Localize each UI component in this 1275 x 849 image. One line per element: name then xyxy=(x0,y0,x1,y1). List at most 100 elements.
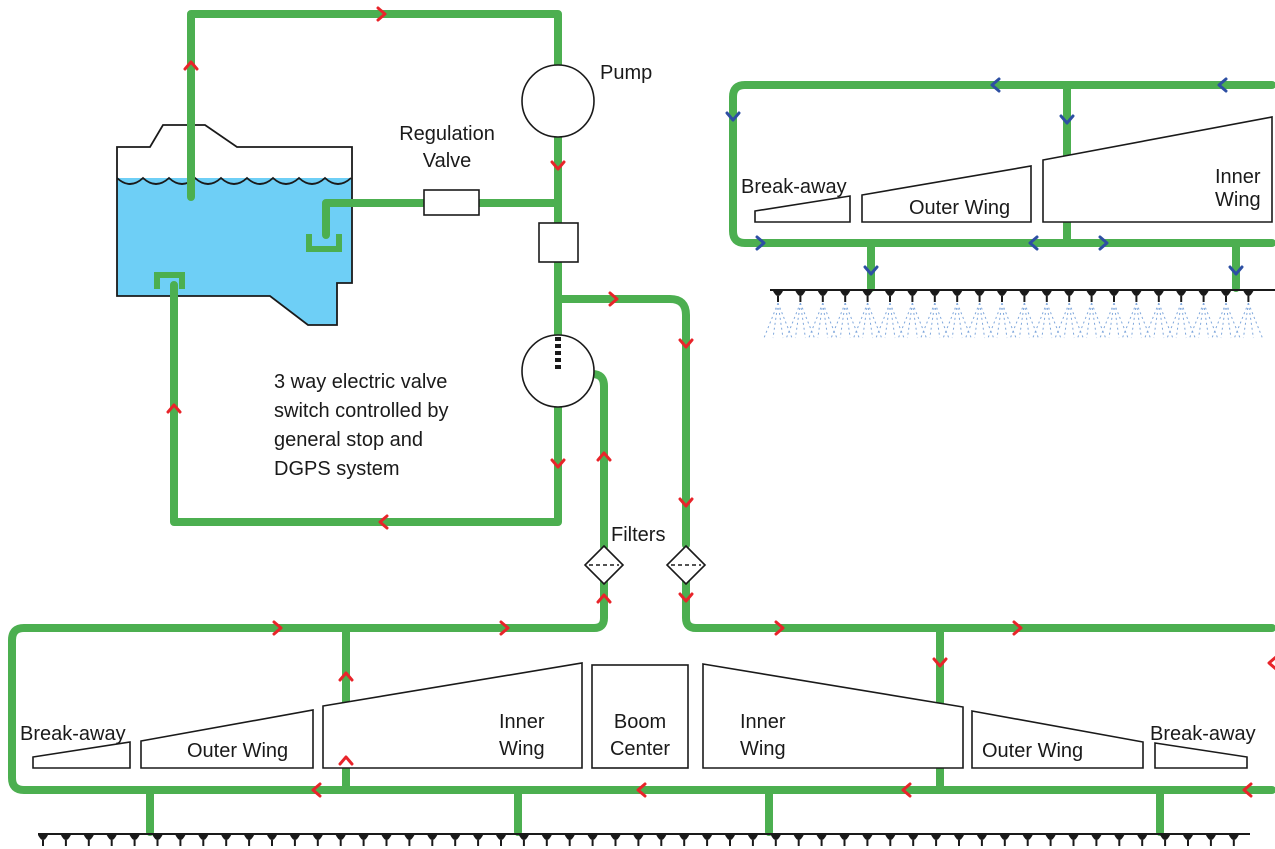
pipe-left-filter-to-boom xyxy=(8,577,1275,794)
flow-arrow-blue xyxy=(990,77,1001,93)
spray-nozzle xyxy=(1019,291,1030,302)
spray-nozzle xyxy=(60,835,71,846)
spray-fan xyxy=(1233,302,1263,339)
spray-nozzle xyxy=(770,835,781,846)
spray-nozzle xyxy=(496,835,506,846)
spray-nozzle xyxy=(862,291,873,302)
pipe-right-feed xyxy=(558,295,690,549)
flow-arrow-blue xyxy=(725,111,741,122)
flow-arrow-red xyxy=(311,782,322,798)
flow-arrow-red xyxy=(932,657,948,668)
spray-nozzle xyxy=(793,835,804,846)
spray-fan xyxy=(1144,302,1174,339)
bottom-left-outer-wing-section xyxy=(140,709,314,769)
top-break-away-section xyxy=(754,195,851,223)
spray-fan xyxy=(808,302,838,339)
spray-nozzle xyxy=(1109,291,1119,302)
spray-nozzle xyxy=(929,291,940,302)
bottom-left-inner-wing-label-line2: Wing xyxy=(499,738,545,760)
spray-fan xyxy=(1054,302,1084,339)
flow-arrow-red xyxy=(166,403,182,414)
flow-arrow-red xyxy=(183,60,199,71)
bottom-right-break-away-section xyxy=(1154,742,1248,769)
spray-nozzle xyxy=(1228,835,1239,846)
tank-inlet-bracket xyxy=(306,234,342,252)
spray-nozzle xyxy=(931,835,942,846)
flow-arrow-blue xyxy=(863,265,879,276)
spray-nozzle xyxy=(473,835,484,846)
spray-nozzle xyxy=(1205,835,1216,846)
bottom-boom-sections xyxy=(32,662,1248,769)
spray-nozzle xyxy=(816,835,827,846)
flow-arrow-blue xyxy=(1028,235,1039,251)
spray-nozzle xyxy=(862,835,873,846)
spray-nozzle xyxy=(587,835,598,846)
spray-nozzle xyxy=(427,835,438,846)
spray-nozzle xyxy=(840,291,851,302)
spray-nozzle xyxy=(976,835,987,846)
spray-nozzle xyxy=(952,291,963,302)
flow-arrow-red xyxy=(550,458,566,469)
spray-fan xyxy=(1166,302,1196,339)
spray-nozzle xyxy=(1064,291,1075,302)
spray-fan xyxy=(920,302,950,339)
flow-arrow-red xyxy=(378,514,389,530)
spray-nozzle xyxy=(335,835,346,846)
spray-fan xyxy=(1121,302,1151,339)
spray-nozzle xyxy=(1114,835,1125,846)
spray-fan xyxy=(830,302,860,339)
top-spray-fans xyxy=(763,302,1263,339)
spray-fan xyxy=(1077,302,1107,339)
spray-fan xyxy=(965,302,995,339)
spray-nozzle xyxy=(381,835,392,846)
flow-arrow-red xyxy=(499,620,510,636)
regulation-valve-label-line1: Regulation xyxy=(399,123,495,145)
spray-nozzle xyxy=(152,835,163,846)
flow-meter-box xyxy=(538,222,579,263)
bottom-right-outer-wing-section xyxy=(971,710,1144,769)
pipe-regulation-return xyxy=(322,199,562,239)
boom-center-label-line2: Center xyxy=(610,738,670,760)
tank-outlet-bracket xyxy=(154,272,185,289)
spray-nozzle xyxy=(564,835,575,846)
flow-arrow-red xyxy=(1242,782,1253,798)
three-way-valve-label-line1: 3 way electric valve xyxy=(274,371,447,393)
three-way-valve-label-line2: switch controlled by xyxy=(274,400,449,422)
spray-nozzle xyxy=(725,835,735,846)
spray-fan xyxy=(942,302,972,339)
spray-nozzle xyxy=(38,835,48,846)
spray-nozzle xyxy=(817,291,828,302)
spray-nozzle xyxy=(289,835,300,846)
spray-fan xyxy=(1032,302,1062,339)
bottom-right-inner-wing-label-line1: Inner xyxy=(740,711,786,733)
flow-arrow-red xyxy=(901,782,912,798)
spray-nozzle xyxy=(244,835,255,846)
regulation-valve-label-line2: Valve xyxy=(423,150,472,172)
flow-arrow-red xyxy=(550,160,566,171)
boom-center-label-line1: Boom xyxy=(614,711,666,733)
spray-fan xyxy=(763,302,793,339)
spray-nozzle xyxy=(267,835,277,846)
three-way-valve xyxy=(521,334,595,408)
spray-fan xyxy=(785,302,815,339)
spray-nozzle xyxy=(175,835,186,846)
flow-arrow-red xyxy=(636,782,647,798)
flow-arrow-blue xyxy=(1228,265,1244,276)
top-nozzles xyxy=(773,291,1254,302)
spray-nozzle xyxy=(1091,835,1102,846)
flow-arrow-blue xyxy=(1217,77,1228,93)
flow-arrow-red xyxy=(376,6,387,22)
three-way-valve-label-line4: DGPS system xyxy=(274,458,400,480)
spray-nozzle xyxy=(358,835,369,846)
spray-nozzle xyxy=(1131,291,1142,302)
spray-nozzle xyxy=(1022,835,1033,846)
flow-arrow-red xyxy=(678,497,694,508)
spray-nozzle xyxy=(1243,291,1254,302)
flow-arrow-red xyxy=(338,755,354,766)
flow-arrow-red xyxy=(596,451,612,462)
top-inner-wing-label-line1: Inner xyxy=(1215,166,1261,188)
spray-nozzle xyxy=(954,835,964,846)
spray-nozzle xyxy=(1068,835,1079,846)
flow-arrow-red xyxy=(774,620,785,636)
